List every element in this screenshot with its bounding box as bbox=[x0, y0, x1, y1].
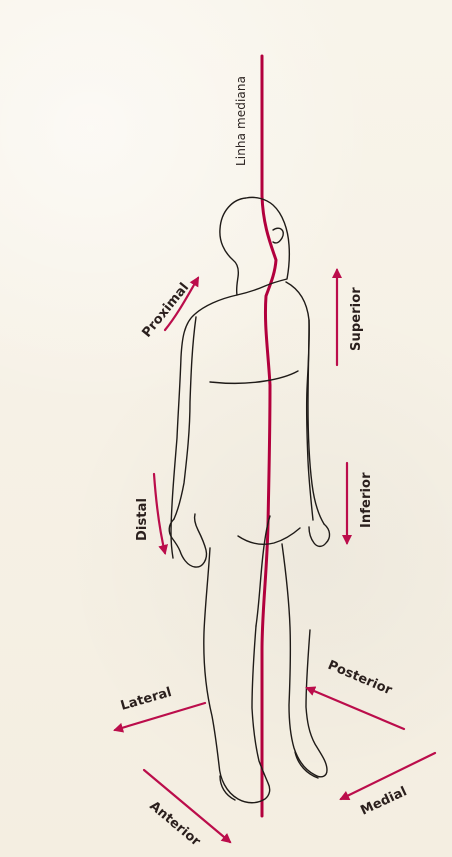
lateral-label: Lateral bbox=[119, 685, 174, 714]
anterior-label: Anterior bbox=[146, 799, 203, 850]
distal-label: Distal bbox=[135, 498, 150, 541]
right-leg-outline bbox=[282, 544, 327, 777]
right-torso-outline bbox=[286, 282, 313, 520]
direction-arrows-group: Proximal Superior Distal Inferior Latera… bbox=[115, 270, 435, 850]
left-torso-outline bbox=[171, 295, 237, 558]
head-outline bbox=[220, 197, 290, 295]
medial-label: Medial bbox=[358, 784, 409, 818]
midline-line bbox=[262, 56, 276, 816]
midline-label: Linha mediana bbox=[234, 76, 248, 166]
distal-arrow bbox=[154, 474, 165, 553]
waist-outline bbox=[210, 371, 298, 383]
midline-group: Linha mediana bbox=[234, 56, 276, 816]
left-hand-outline bbox=[169, 514, 206, 567]
ear-outline bbox=[273, 228, 283, 243]
superior-label: Superior bbox=[349, 287, 364, 351]
inferior-label: Inferior bbox=[359, 472, 374, 528]
right-hand-outline bbox=[309, 524, 330, 546]
posterior-label: Posterior bbox=[325, 658, 394, 699]
